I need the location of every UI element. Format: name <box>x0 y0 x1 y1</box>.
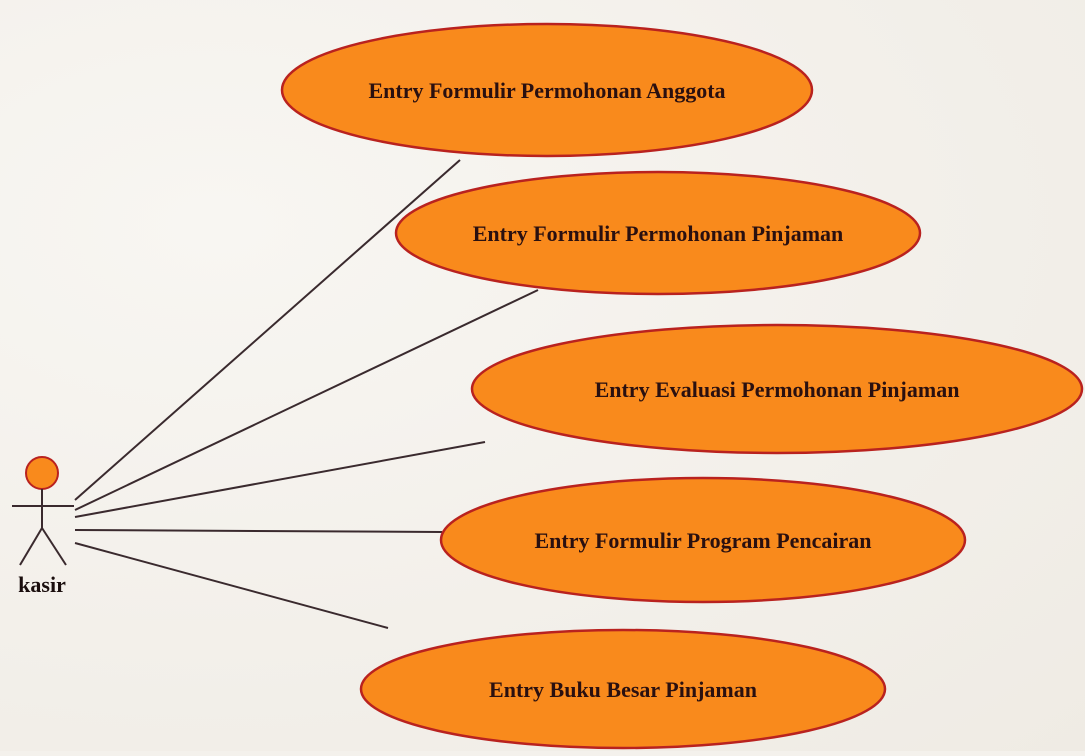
use-case-ellipse <box>394 170 922 296</box>
actor-label: kasir <box>18 572 66 597</box>
use-case-ellipse <box>359 628 887 750</box>
association-lines <box>74 159 539 629</box>
use-case-4[interactable]: Entry Formulir Program Pencairan <box>439 476 967 604</box>
association-line-5 <box>74 542 389 629</box>
use-case-2[interactable]: Entry Formulir Permohonan Pinjaman <box>394 170 922 296</box>
use-case-label: Entry Formulir Program Pencairan <box>534 528 871 553</box>
use-case-label: Entry Formulir Permohonan Pinjaman <box>473 221 844 246</box>
use-case-3[interactable]: Entry Evaluasi Permohonan Pinjaman <box>470 323 1084 455</box>
use-case-5[interactable]: Entry Buku Besar Pinjaman <box>359 628 887 750</box>
use-case-label: Entry Evaluasi Permohonan Pinjaman <box>595 377 960 402</box>
association-line-4 <box>74 529 443 533</box>
use-case-label: Entry Buku Besar Pinjaman <box>489 677 757 702</box>
association-line-3 <box>74 441 486 518</box>
association-line-2 <box>74 289 539 511</box>
actor-body <box>12 489 74 566</box>
actor-head <box>25 456 59 490</box>
actor-kasir[interactable]: kasir <box>12 456 74 597</box>
use-case-ellipse <box>470 323 1084 455</box>
use-case-ellipse <box>280 22 814 158</box>
use-case-1[interactable]: Entry Formulir Permohonan Anggota <box>280 22 814 158</box>
association-line-1 <box>74 159 461 501</box>
use-case-ellipse <box>439 476 967 604</box>
use-case-label: Entry Formulir Permohonan Anggota <box>368 78 725 103</box>
